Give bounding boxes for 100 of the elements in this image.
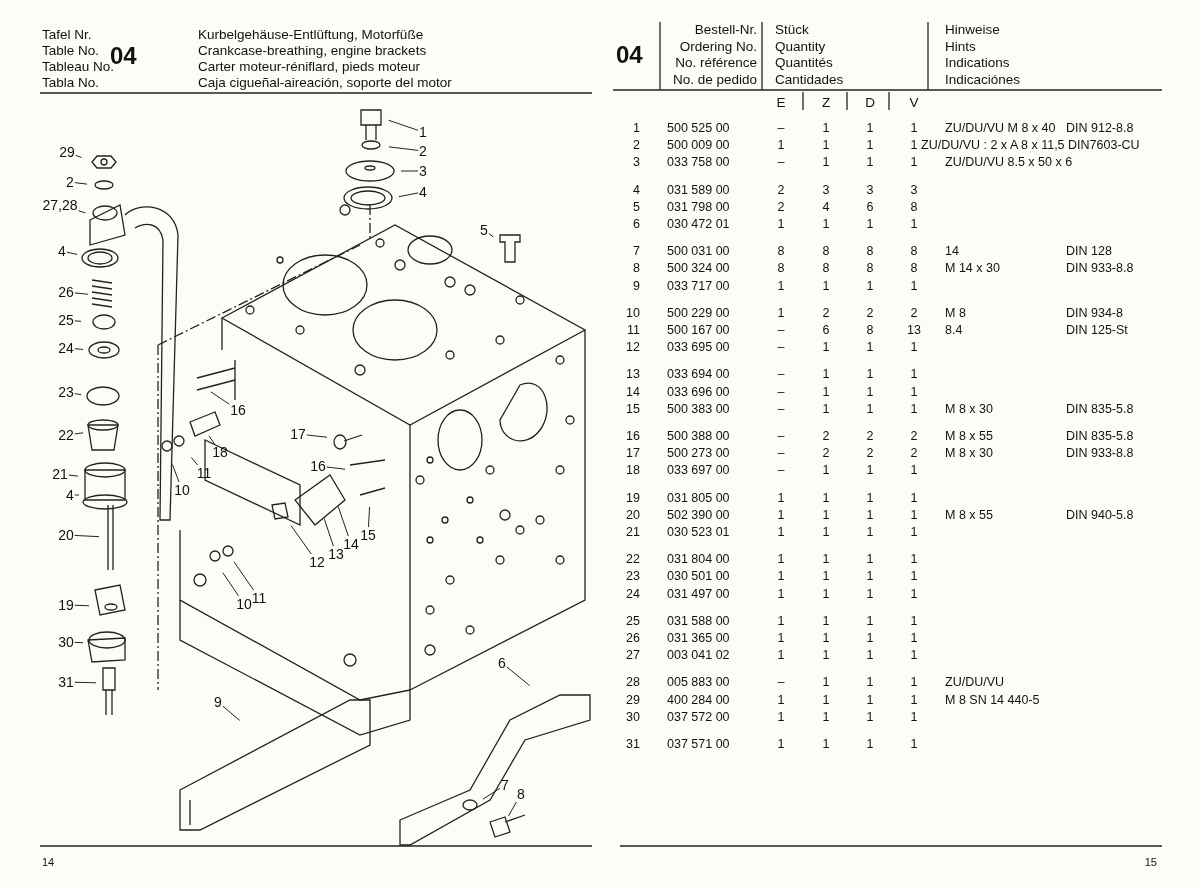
quantity-value: 1 <box>866 587 874 601</box>
callout-number: 16 <box>229 402 247 418</box>
table-number: 04 <box>110 44 137 68</box>
column-heading: Hinweise <box>945 23 1000 37</box>
leader-line <box>388 119 419 131</box>
quantity-value: 1 <box>777 553 785 566</box>
hint-text: DIN 934-8 <box>1066 306 1123 320</box>
quantity-value: 1 <box>866 156 874 169</box>
quantity-value: 1 <box>866 632 874 645</box>
quantity-value: 1 <box>777 491 785 505</box>
leader-line <box>74 320 82 322</box>
quantity-value: 1 <box>910 402 918 416</box>
quantity-value: – <box>777 385 785 399</box>
callout-number: 27,28 <box>41 197 79 213</box>
leader-line <box>74 641 84 644</box>
quantity-value: 1 <box>910 341 918 354</box>
position-number: 21 <box>626 526 640 539</box>
quantity-value: 1 <box>910 570 918 583</box>
order-number: 500 273 00 <box>667 447 730 460</box>
quantity-value: 1 <box>866 464 874 477</box>
order-number: 031 805 00 <box>667 491 730 505</box>
callout-number: 11 <box>250 590 268 606</box>
position-number: 31 <box>626 738 640 751</box>
quantity-value: 1 <box>910 710 918 724</box>
quantity-value: 2 <box>777 200 785 214</box>
order-number: 030 501 00 <box>667 570 730 583</box>
quantity-value: 1 <box>822 279 830 293</box>
leader-line <box>367 506 371 528</box>
hint-text: DIN 128 <box>1066 245 1112 258</box>
quantity-value: 1 <box>822 526 830 539</box>
quantity-value: 1 <box>910 156 918 169</box>
order-number: 031 798 00 <box>667 200 730 214</box>
column-heading: Indications <box>945 56 1010 70</box>
quantity-value: – <box>777 447 785 460</box>
column-heading: Z <box>821 96 831 110</box>
callout-number: 22 <box>57 427 75 443</box>
leader-line <box>74 292 89 295</box>
position-number: 17 <box>626 447 640 460</box>
order-number: 500 229 00 <box>667 306 730 320</box>
quantity-value: – <box>777 122 785 135</box>
order-number: 030 523 01 <box>667 526 730 539</box>
order-number: 500 525 00 <box>667 122 730 135</box>
callout-number: 20 <box>57 527 75 543</box>
quantity-value: 1 <box>777 614 785 628</box>
leader-line <box>306 434 328 438</box>
leader-line <box>171 464 180 483</box>
leader-line <box>337 506 349 537</box>
leader-line <box>74 681 97 684</box>
quantity-value: 2 <box>822 306 830 320</box>
column-heading: Bestell-Nr. <box>694 23 757 37</box>
quantity-value: 1 <box>866 570 874 583</box>
leader-line <box>488 233 494 238</box>
title-text: Kurbelgehäuse-Entlüftung, Motorfüße <box>198 28 424 42</box>
order-number: 005 883 00 <box>667 676 730 689</box>
quantity-value: – <box>777 156 785 169</box>
hint-text: M 14 x 30 <box>945 262 1000 275</box>
order-number: 003 041 02 <box>667 649 730 662</box>
quantity-value: 2 <box>866 430 874 443</box>
quantity-value: 2 <box>866 306 874 320</box>
leader-line <box>506 666 531 687</box>
quantity-value: 1 <box>866 710 874 724</box>
order-number: 031 804 00 <box>667 553 730 566</box>
position-number: 14 <box>626 385 640 399</box>
leader-line <box>190 456 198 466</box>
quantity-value: 1 <box>777 570 785 583</box>
quantity-value: 1 <box>777 218 785 231</box>
callout-number: 1 <box>418 124 428 140</box>
quantity-value: 13 <box>907 324 921 337</box>
quantity-value: 8 <box>866 324 874 337</box>
position-number: 15 <box>626 402 640 416</box>
callout-number: 10 <box>173 482 191 498</box>
quantity-value: 1 <box>777 279 785 293</box>
quantity-value: 1 <box>910 279 918 293</box>
callout-number: 4 <box>57 243 67 259</box>
quantity-value: 1 <box>822 385 830 399</box>
hint-text: DIN 125-St <box>1066 324 1128 337</box>
leader-line <box>233 561 254 591</box>
order-number: 030 472 01 <box>667 218 730 231</box>
leader-line <box>482 787 501 800</box>
quantity-value: 1 <box>866 341 874 354</box>
position-number: 19 <box>626 491 640 505</box>
position-number: 27 <box>626 649 640 662</box>
position-number: 9 <box>633 279 640 293</box>
position-number: 11 <box>627 324 640 337</box>
callout-number: 7 <box>500 777 510 793</box>
quantity-value: 1 <box>777 526 785 539</box>
order-number: 031 589 00 <box>667 183 730 197</box>
hint-text: DIN 835-5.8 <box>1066 430 1134 443</box>
leader-line <box>398 192 419 198</box>
hint-text: 14 <box>945 245 959 258</box>
quantity-value: 1 <box>822 738 830 751</box>
hint-text: DIN 933-8.8 <box>1066 447 1134 460</box>
order-number: 500 009 00 <box>667 139 730 152</box>
callout-number: 24 <box>57 340 75 356</box>
quantity-value: 1 <box>822 632 830 645</box>
callout-number: 21 <box>51 466 69 482</box>
callout-number: 31 <box>57 674 75 690</box>
hint-text: ZU/DU/VU M 8 x 40 <box>945 122 1056 135</box>
position-number: 22 <box>626 553 640 566</box>
position-number: 12 <box>626 341 640 354</box>
